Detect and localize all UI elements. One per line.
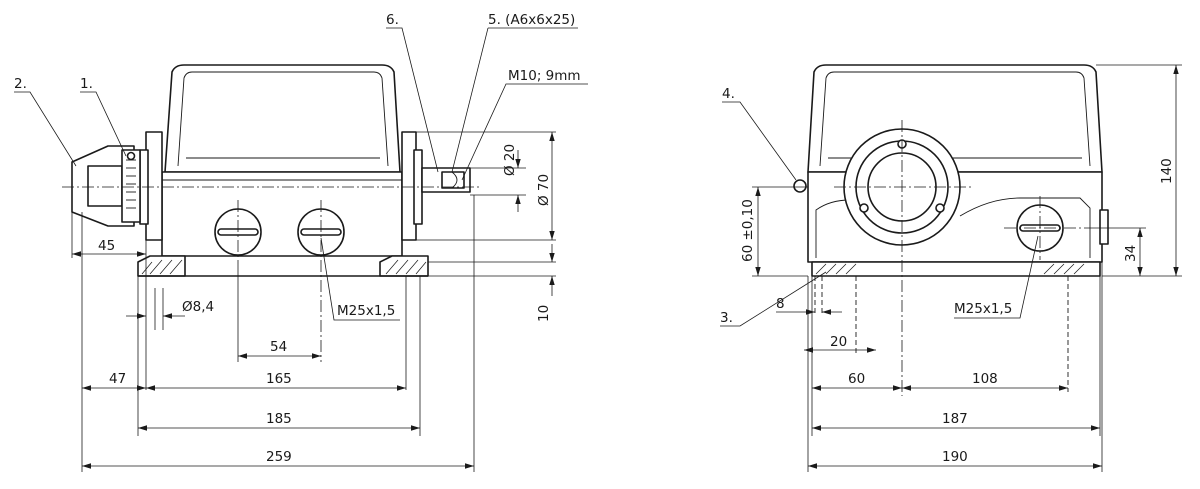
dim-108: 108 [972, 371, 998, 387]
dim-60: 60 [848, 371, 865, 387]
side-view-dimensions: 45 Ø8,4 54 47 165 185 259 Ø 20 Ø 70 10 [71, 131, 556, 472]
dim-140: 140 [1159, 158, 1175, 184]
side-view [62, 64, 482, 362]
side-view-foot-left [137, 255, 186, 277]
dim-187: 187 [942, 411, 968, 427]
front-view [793, 64, 1109, 396]
screw-item-4 [793, 179, 807, 193]
callout-1: 1. [80, 76, 93, 92]
key [441, 171, 465, 189]
front-view-callouts: 4. 3. M25x1,5 [720, 86, 1039, 327]
dim-47: 47 [109, 371, 126, 387]
dim-185: 185 [266, 411, 292, 427]
dim-190: 190 [942, 449, 968, 465]
dim-dia-20: Ø 20 [502, 144, 518, 176]
note-thread-m25-left: M25x1,5 [337, 303, 395, 319]
side-view-cover [164, 64, 401, 173]
note-thread-m10: M10; 9mm [508, 68, 581, 84]
dim-10: 10 [536, 305, 552, 322]
dim-259: 259 [266, 449, 292, 465]
graduated-ring [121, 149, 141, 223]
callout-4: 4. [722, 86, 735, 102]
dim-dia-70: Ø 70 [536, 174, 552, 206]
dim-60-tol: 60 ±0,10 [740, 199, 756, 262]
side-view-body [161, 171, 403, 257]
front-view-base [811, 261, 1101, 277]
dim-54: 54 [270, 339, 287, 355]
dim-165: 165 [266, 371, 292, 387]
side-view-callouts: 2. 1. 6. 5. (A6x6x25) M10; 9mm M25x1,5 [14, 12, 588, 321]
dim-45: 45 [98, 238, 115, 254]
dim-8-4: Ø8,4 [182, 299, 214, 315]
dim-34: 34 [1123, 245, 1139, 262]
callout-5: 5. (A6x6x25) [488, 12, 575, 28]
callout-3: 3. [720, 310, 733, 326]
callout-6: 6. [386, 12, 399, 28]
front-view-dimensions: 140 34 60 ±0,10 8 20 60 108 187 190 [740, 64, 1182, 472]
note-thread-m25-right: M25x1,5 [954, 301, 1012, 317]
dim-8: 8 [776, 296, 785, 312]
callout-2: 2. [14, 76, 27, 92]
dim-20: 20 [830, 334, 847, 350]
